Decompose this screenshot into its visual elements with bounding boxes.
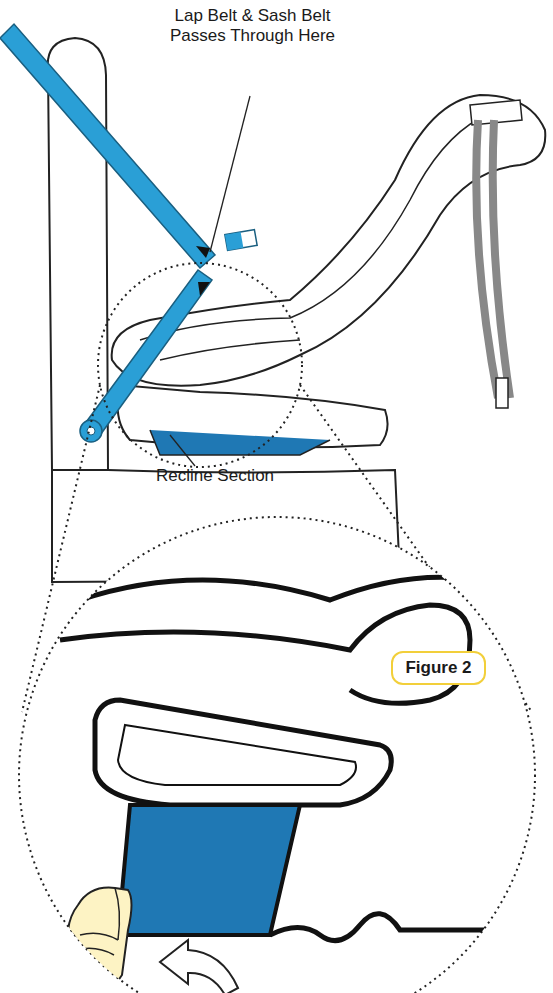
sash-belt (0, 24, 215, 268)
callout-label: Recline Section (130, 466, 300, 486)
recline-section (150, 430, 330, 455)
pull-arrow (160, 940, 238, 993)
belt-arrow (196, 246, 210, 258)
zoom-base-inner (118, 725, 356, 785)
seat-shell-edge (160, 340, 300, 360)
callout-label: Lap Belt & Sash Belt Passes Through Here (160, 6, 345, 47)
figure-label: Figure 2 (393, 658, 484, 678)
figure-badge: Figure 2 (391, 651, 486, 685)
belt-buckle (225, 230, 257, 251)
hand (65, 888, 131, 993)
lap-belt (84, 270, 212, 438)
zoom-seat-base (95, 700, 391, 805)
zoom-circle (19, 517, 535, 993)
hand-fingers (76, 888, 119, 955)
leader-line (210, 96, 250, 252)
detail-circle (98, 263, 302, 467)
zoom-recline-section (118, 805, 300, 935)
zoom-shell-top (80, 577, 520, 600)
tether-strap (476, 120, 510, 398)
leader-line (170, 435, 195, 466)
belt-buckle-tongue (225, 232, 244, 251)
belt-anchor-bolt (87, 427, 95, 435)
tether-hook (496, 378, 508, 408)
zoom-base-floor (270, 914, 553, 941)
belt-arrow (198, 282, 210, 296)
belt-anchor (80, 420, 102, 442)
